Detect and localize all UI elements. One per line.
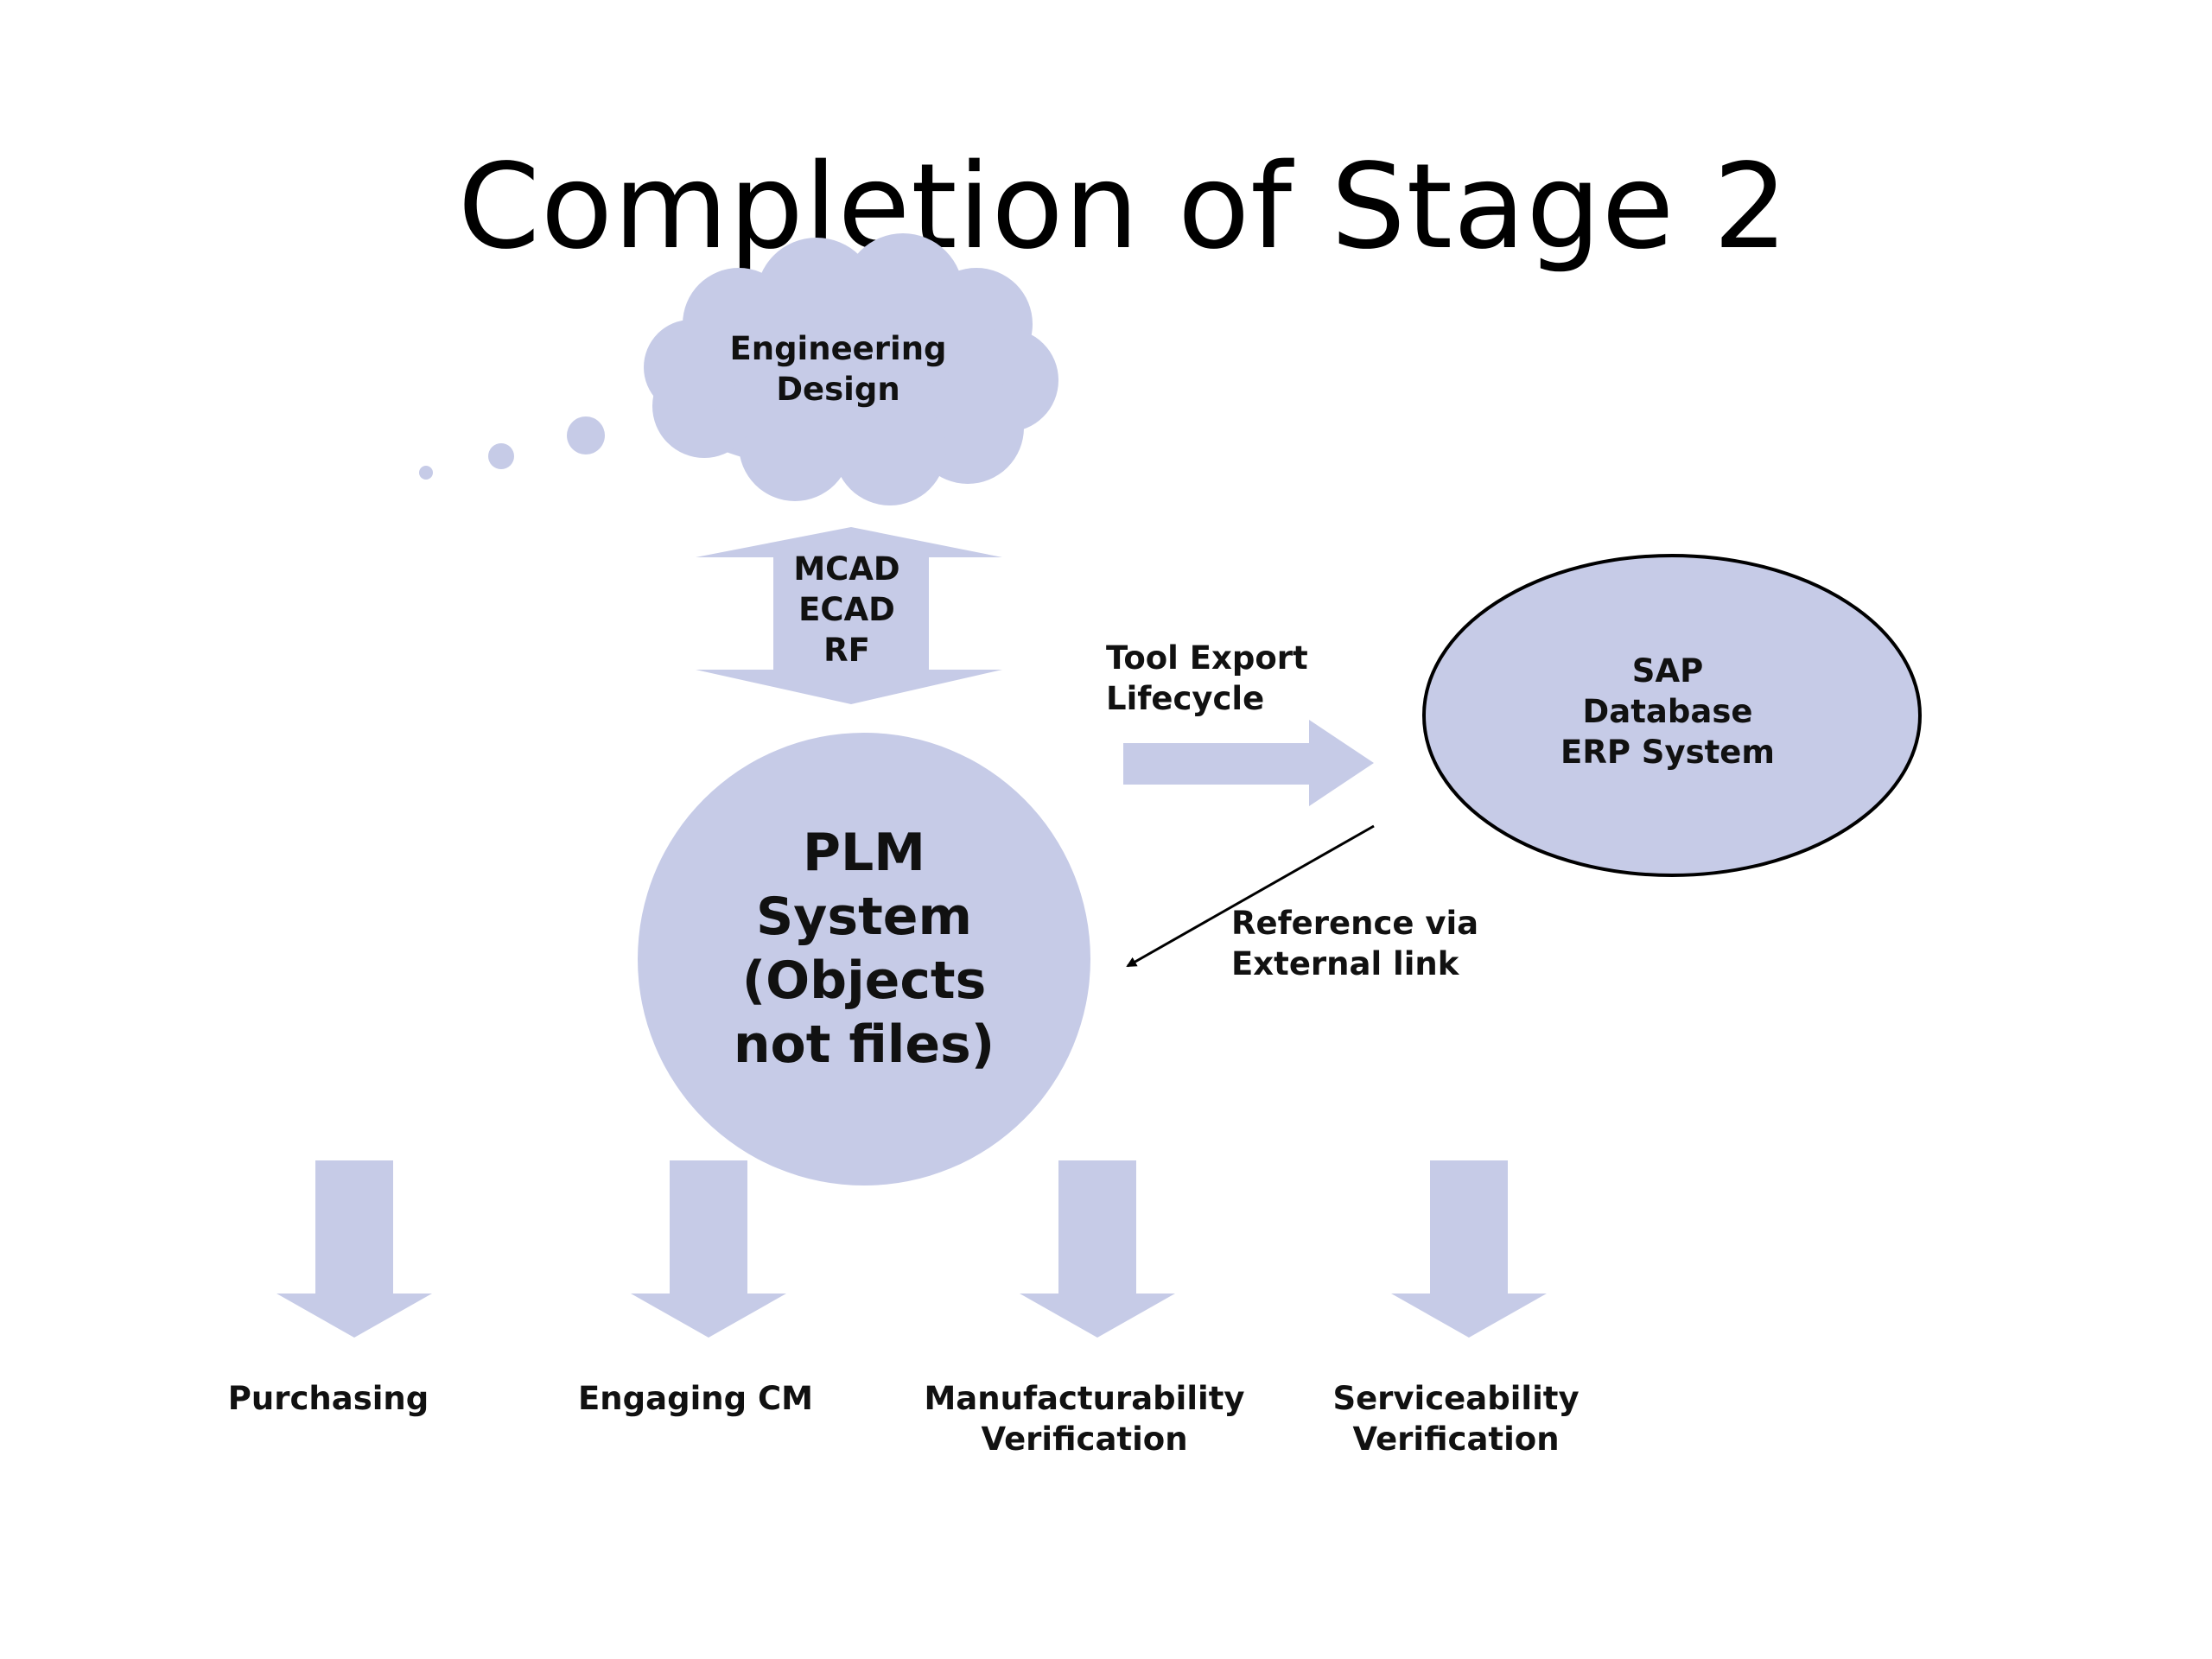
serviceability-down-arrow	[1391, 1160, 1547, 1338]
engineering-design-cloud	[644, 233, 1058, 505]
purchasing-down-arrow	[276, 1160, 432, 1338]
plm-system-label: PLM System (Objects not files)	[733, 823, 995, 1075]
cad-types-label: MCAD ECAD RF	[793, 550, 900, 669]
reference-link-label: Reference via External link	[1231, 905, 1479, 982]
manufacturability-label: Manufacturability Verification	[924, 1380, 1245, 1458]
sap-ellipse	[1422, 554, 1922, 877]
purchasing-label: Purchasing	[227, 1380, 429, 1417]
cad-double-arrow	[696, 527, 1002, 704]
thought-bubble-small	[419, 466, 433, 480]
thought-bubble-medium	[488, 443, 514, 469]
serviceability-label: Serviceability Verification	[1332, 1380, 1580, 1458]
engineering-design-label: Engineering Design	[729, 330, 947, 408]
tool-export-label: Tool Export Lifecycle	[1106, 639, 1308, 717]
manufacturability-down-arrow	[1020, 1160, 1175, 1338]
engaging-cm-label: Engaging CM	[578, 1380, 813, 1417]
thought-bubble-large	[567, 416, 605, 454]
tool-export-arrow	[1123, 720, 1374, 806]
slide-title: Completion of Stage 2	[457, 139, 1789, 276]
reference-link-arrow	[1126, 824, 1375, 968]
sap-label: SAP Database ERP System	[1560, 652, 1775, 771]
plm-system-circle	[638, 733, 1090, 1185]
engaging-cm-down-arrow	[631, 1160, 786, 1338]
